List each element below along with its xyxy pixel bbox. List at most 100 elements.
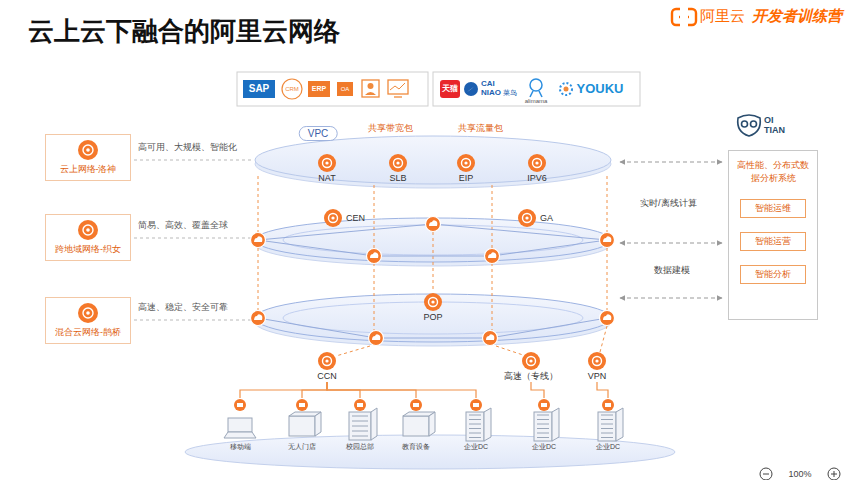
service-icon: SLB xyxy=(388,153,408,184)
node-text: 高性能、分布式数据分析系统 xyxy=(735,159,811,185)
node-text: IPV6 xyxy=(527,173,547,184)
package-label: 共享带宽包 xyxy=(368,123,413,133)
page-title: 云上云下融合的阿里云网络 xyxy=(28,14,340,49)
flow-note: 实时/离线计算 xyxy=(640,198,697,208)
analytics-panel: 高性能、分布式数据分析系统智能运维智能运营智能分析 xyxy=(728,150,818,320)
capability-box: 智能分析 xyxy=(740,265,806,284)
app-logo: YOUKU xyxy=(577,82,624,97)
service-glyph xyxy=(317,351,337,371)
connector-line xyxy=(531,382,544,398)
layer-discs xyxy=(255,136,611,346)
app-logo: OA xyxy=(341,86,350,93)
service-icon: POP xyxy=(423,292,443,323)
node-text: 教育设备 xyxy=(391,442,441,451)
layer-feature: 高速、稳定、安全可靠 xyxy=(138,302,228,312)
app-logo: ERP xyxy=(312,85,326,93)
network-layer-box: 云上网络-洛神 xyxy=(45,134,131,181)
app-logo: 天猫 xyxy=(442,84,458,93)
service-icon: 高速（专线） xyxy=(504,351,558,382)
service-icon: CEN xyxy=(323,208,365,228)
node-text: GA xyxy=(540,213,553,223)
layer-feature: 高可用、大规模、智能化 xyxy=(138,142,237,152)
node-text: 企业DC xyxy=(451,442,501,451)
kiosk-figure xyxy=(391,398,441,442)
connector-line xyxy=(240,382,327,398)
laptop-figure xyxy=(215,398,265,442)
ring-node xyxy=(251,217,615,346)
endpoint-device: 企业DC xyxy=(451,398,501,451)
node-text: 高速（专线） xyxy=(504,371,558,382)
node-text: 跨地域网络-织女 xyxy=(52,243,124,256)
service-glyph xyxy=(77,302,99,324)
service-glyph xyxy=(527,153,547,173)
node-text: 校园总部 xyxy=(335,442,385,451)
flow-note: 数据建模 xyxy=(654,265,690,275)
app-logos xyxy=(237,72,640,106)
endpoint-device: 无人门店 xyxy=(277,398,327,451)
mesh-line xyxy=(258,224,607,338)
layer-link xyxy=(258,176,607,356)
connector-line xyxy=(302,382,327,398)
node-text: 混合云网络-鹊桥 xyxy=(52,326,124,339)
brand-logo xyxy=(672,6,696,28)
app-logo: alimama xyxy=(525,98,548,105)
service-glyph xyxy=(423,292,443,312)
service-icon: IPV6 xyxy=(527,153,547,184)
node-text: 企业DC xyxy=(583,442,633,451)
node-text: CEN xyxy=(346,213,365,223)
brand-name: 阿里云 xyxy=(700,7,745,24)
service-icon: EIP xyxy=(456,153,476,184)
connector-line xyxy=(327,382,476,398)
service-glyph xyxy=(77,139,99,161)
node-text: 移动端 xyxy=(215,442,265,451)
node-text: 智能分析 xyxy=(741,268,805,281)
service-glyph xyxy=(521,351,541,371)
service-glyph xyxy=(517,208,537,228)
capability-box: 智能运维 xyxy=(740,199,806,218)
network-layer-box: 混合云网络-鹊桥 xyxy=(45,297,131,344)
app-logo: 菜鸟 xyxy=(503,89,517,97)
node-text: POP xyxy=(423,312,443,323)
node-text: SLB xyxy=(388,173,408,184)
network-layer-box: 跨地域网络-织女 xyxy=(45,214,131,261)
node-text: VPN xyxy=(587,371,607,382)
node-text: EIP xyxy=(456,173,476,184)
endpoint-device: 企业DC xyxy=(583,398,633,451)
capability-box: 智能运营 xyxy=(740,232,806,251)
service-glyph xyxy=(77,219,99,241)
owl-logo xyxy=(738,115,761,136)
service-glyph xyxy=(317,153,337,173)
data-arrow xyxy=(620,162,722,298)
owl-logo-text: OI TIAN xyxy=(764,115,794,136)
package-label: 共享流量包 xyxy=(458,123,503,133)
zoom-control xyxy=(760,468,840,480)
kiosk-figure xyxy=(277,398,327,442)
service-icon: CCN xyxy=(317,351,337,382)
node-text: 智能运维 xyxy=(741,202,805,215)
tall-figure xyxy=(451,398,501,442)
node-text: 智能运营 xyxy=(741,235,805,248)
layer-leader xyxy=(134,160,252,320)
endpoint-device: 企业DC xyxy=(519,398,569,451)
service-glyph xyxy=(323,208,343,228)
node-text: 无人门店 xyxy=(277,442,327,451)
vpc-tag: VPC xyxy=(299,126,338,141)
tall-figure xyxy=(583,398,633,442)
node-text: 企业DC xyxy=(519,442,569,451)
connector-line xyxy=(597,382,608,398)
zoom-level: 100% xyxy=(788,469,811,479)
app-logo: SAP xyxy=(249,83,270,95)
service-glyph xyxy=(456,153,476,173)
service-glyph xyxy=(587,351,607,371)
node-text: VPC xyxy=(308,128,329,139)
endpoint-device: 校园总部 xyxy=(335,398,385,451)
service-icon: GA xyxy=(517,208,553,228)
brand-slogan: 开发者训练营 xyxy=(752,7,842,24)
tall-figure xyxy=(519,398,569,442)
node-text: 云上网络-洛神 xyxy=(52,163,124,176)
service-icon: VPN xyxy=(587,351,607,382)
service-icon: NAT xyxy=(317,153,337,184)
layer-feature: 简易、高效、覆盖全球 xyxy=(138,220,228,230)
endpoint-device: 教育设备 xyxy=(391,398,441,451)
app-logo: CRM xyxy=(285,86,299,93)
